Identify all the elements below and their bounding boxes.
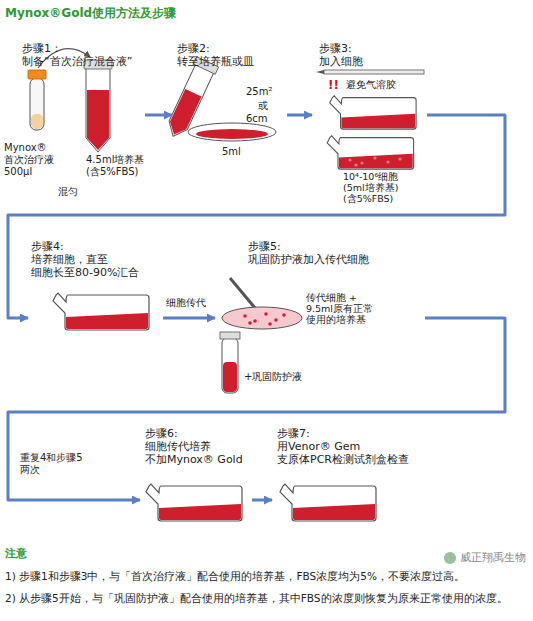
protect-tube bbox=[220, 332, 240, 393]
flow-arrow bbox=[145, 114, 172, 117]
step-number: 步骤5: bbox=[248, 240, 418, 253]
step-description: 细胞传代培养 不加Mynox® Gold bbox=[145, 440, 249, 466]
culture-flask bbox=[53, 293, 149, 330]
step-number: 步骤7: bbox=[277, 427, 409, 440]
conical-tube bbox=[84, 60, 112, 152]
step-description: 培养细胞，直至 细胞长至80-90%汇合 bbox=[31, 253, 156, 279]
culture-flask bbox=[280, 484, 376, 521]
or-label: 或 bbox=[258, 100, 274, 112]
step-description: 用Venor® Gem 支原体PCR检测试剂盒检查 bbox=[277, 440, 409, 466]
step-description: 巩固防护液加入传代细胞 bbox=[248, 253, 418, 266]
culture-flask bbox=[327, 136, 413, 169]
step-number: 步骤3: bbox=[319, 42, 424, 55]
watermark-icon bbox=[444, 552, 456, 564]
step-number: 步骤2: bbox=[177, 42, 284, 55]
flow-arrow bbox=[252, 499, 272, 502]
step-number: 步骤6: bbox=[145, 427, 249, 440]
step-number: 步骤1： bbox=[22, 42, 142, 55]
culture-flask bbox=[146, 484, 242, 521]
dish-medium bbox=[196, 129, 268, 139]
note-heading: 注意 bbox=[5, 548, 65, 561]
mynox-tube bbox=[28, 70, 46, 130]
note-text: 2) 从步骤5开始，与「巩固防护液」配合使用的培养基，其中FBS的浓度则恢复为原… bbox=[5, 592, 528, 604]
mix-label: 混匀 bbox=[58, 186, 88, 198]
pipette bbox=[230, 278, 255, 308]
step-group: 步骤7:用Venor® Gem 支原体PCR检测试剂盒检查 bbox=[272, 425, 412, 520]
flow-arrow bbox=[8, 115, 505, 318]
dish-size: 6cm bbox=[246, 113, 282, 125]
step-group: 步骤6:细胞传代培养 不加Mynox® Gold bbox=[140, 425, 252, 520]
flow-arrow bbox=[163, 317, 215, 320]
cells bbox=[243, 312, 286, 326]
cell-amount: 10⁴-10⁶细胞 (5ml培养基) (含5%FBS) bbox=[343, 171, 421, 205]
step-group: 步骤1：制备“首次治疗混合液” bbox=[5, 40, 145, 205]
flow-arrow bbox=[287, 114, 312, 117]
step-group: 步骤4:培养细胞，直至 细胞长至80-90%汇合 bbox=[28, 238, 163, 343]
passaged-dish bbox=[222, 307, 302, 329]
watermark: 威正翔禹生物 bbox=[460, 552, 530, 565]
flow-arrow bbox=[8, 318, 505, 500]
step-description: 制备“首次治疗混合液” bbox=[22, 55, 142, 68]
culture-flask bbox=[330, 96, 416, 129]
passage-label: 传代细胞 + 9.5ml原有正常 使用的培养基 bbox=[306, 292, 422, 326]
culture-dish bbox=[188, 123, 276, 141]
title: Mynox®Gold使用方法及步骤 bbox=[5, 6, 305, 20]
edge-label: 重复4和步骤5 两次 bbox=[18, 452, 92, 476]
step-description: 加入细胞 bbox=[319, 55, 424, 68]
volume-label: 5ml bbox=[222, 146, 252, 158]
warning-text: 避免气溶胶 bbox=[346, 79, 416, 91]
step-number: 步骤4: bbox=[31, 240, 156, 253]
reagent-label: Mynox® 首次治疗液 500µl bbox=[4, 142, 60, 177]
note-text: 1) 步骤1和步骤3中，与「首次治疗液」配合使用的培养基，FBS浓度均为5%，不… bbox=[5, 570, 528, 582]
edge-label: 细胞传代 bbox=[164, 297, 218, 309]
cells bbox=[348, 156, 401, 166]
pipette bbox=[316, 70, 424, 74]
warning-mark: !! bbox=[328, 78, 344, 92]
medium-label: 4.5ml培养基 (含5%FBS) bbox=[86, 154, 156, 178]
protect-label: +巩固防护液 bbox=[244, 371, 334, 383]
step-description: 转至培养瓶或皿 bbox=[177, 55, 284, 68]
flask-size: 25m² bbox=[246, 86, 282, 98]
